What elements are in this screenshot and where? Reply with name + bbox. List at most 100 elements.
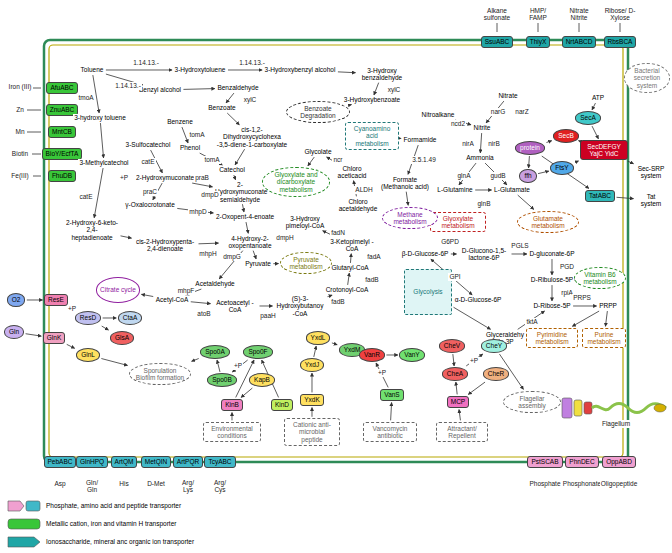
reaction-arrow [349,104,351,106]
label-text: xylC [388,86,401,93]
label: narZ [514,108,529,115]
reaction-arrow [227,113,239,125]
pathway-box: Pyrimidine metabolism [526,328,578,348]
label: tmoA [77,94,94,101]
metabolite-name: 4-Hydroxy-2-oxopentanoate [220,235,280,249]
label-text: fadA [367,253,380,260]
reaction-arrow [573,305,597,306]
node-text: Formate (Methanoic acid) [380,176,430,190]
pathway-circle: Citrate cycle [96,277,140,302]
protein-box: MCP [447,396,469,408]
label: PGD [559,263,575,270]
node-text: PhnDEC [569,458,594,465]
node-text: 3-Sulfocatechol [126,141,171,148]
protein-ellipse: CtaA [118,311,142,324]
label: 1.14.13.- [114,82,142,89]
label-text: G6PD [441,238,459,245]
metabolite-name: D-Glucono-1,5-lactone-6P [458,247,510,261]
protein-ellipse: Spo0A [200,345,230,358]
node-text: MntCB [52,128,72,135]
metabolite-name: Sec-SRP system [635,165,667,179]
node-text: YxdJ [305,361,319,368]
label: +P [377,369,387,376]
label-text: Alkane sulfonate [477,7,517,21]
node-text: KapB [254,376,270,383]
reaction-arrow [183,88,214,90]
label: GPI [448,273,461,280]
label: +P [119,174,129,181]
reaction-arrow [199,243,219,245]
pathway-ellipse: Flagellar assembly [503,391,561,413]
metabolite-name: Chloro aceticacid [333,165,371,179]
protein-ellipse: CheY [481,339,507,352]
label: Alkane sulfonate [476,7,518,21]
pathway-ellipse: Bacterial secretion system [624,63,670,92]
node-text: CtaA [123,314,137,321]
metabolite-name: cis-2-Hydroxypenta-2,4-dienoate [133,238,197,252]
legend-text: Phosphate, amino acid and peptide transp… [46,502,181,509]
metabolite-name: Formate (Methanoic acid) [379,176,431,190]
reaction-arrow [200,153,223,165]
node-text: GlnL [81,351,95,358]
label-text: +P [120,174,128,181]
legend-samples [8,501,40,547]
pathway-box: Attractant/ Repellent [436,422,488,442]
reaction-arrow [273,263,278,264]
metabolite-name: PRPP [598,302,618,309]
label-text: fadB [331,298,344,305]
pathway-ellipse: Methane metabolism [382,207,438,229]
node-text: Chloro aceticacid [334,165,370,179]
label: Arg/ Lys [176,479,200,493]
label: atoB [196,310,211,317]
label: glnB [476,200,491,207]
reaction-arrow [232,360,247,372]
protein-box: ResE [44,294,68,306]
label: xylC [387,86,402,93]
label: ALDH [354,186,373,193]
label-text: ncr [333,156,342,163]
metabolite-name: 2-Hydroxymuconate [135,174,195,181]
node-text: CheY [486,342,502,349]
protein-box: ArtPQR [173,456,203,468]
metabolite-name: 3-Methylcatechol [78,159,129,166]
node-text: MCP [451,398,465,405]
node-text: CheA [447,370,463,377]
label: Flagellum [601,420,631,427]
node-text: Purine metabolism [586,331,622,345]
metabolite-name: 3-Ketopimelyl -CoA [329,238,375,252]
reaction-arrow [512,253,527,254]
label: catE [78,193,93,200]
reaction-arrow [468,382,485,394]
pathway-ellipse: Glutamate metabolism [517,211,579,233]
node-text: PstSCAB [531,458,558,465]
node-text: TcyABC [208,458,231,465]
metabolite-name: Pyruvate [244,260,272,267]
metabolite-name: Acetoacetyl -CoA [212,299,258,313]
protein-ellipse: SecA [575,111,601,124]
label-text: Phosphate [529,480,560,487]
node-text: Citrate cycle [100,286,136,293]
label-text: mhpF [178,287,195,294]
reaction-arrow [386,354,397,355]
node-text: Vitamin B6 metabolism [580,271,620,285]
node-text: (S)-3-Hydroxybutanoy -CoA [275,295,325,316]
reaction-arrow [311,408,312,417]
node-text: Benzyl alcohol [139,86,181,93]
metabolite-name: 3-Hydroxybenzyl alcohol [264,66,337,73]
reaction-arrow [551,259,552,275]
reaction-arrow [338,71,356,73]
protein-box: MetQIN [141,456,171,468]
label-text: PGD [560,263,574,270]
reaction-arrow [246,222,248,233]
node-text: TatABC [589,192,611,199]
label-text: dmpG [223,253,241,260]
protein-box: SsuABC [481,36,514,48]
metabolite-name: cis-1,2-Dihydroxycyclohexa -3,5-diene-1-… [215,126,289,147]
label-text: D-Met [147,480,165,487]
protein-ellipse: Gln [4,325,24,338]
node-text: MetQIN [145,458,167,465]
label: dmpD [200,191,219,198]
label-text: praB [195,174,209,181]
reaction-arrow [538,171,549,174]
metabolite-name: Benzene [166,118,194,125]
